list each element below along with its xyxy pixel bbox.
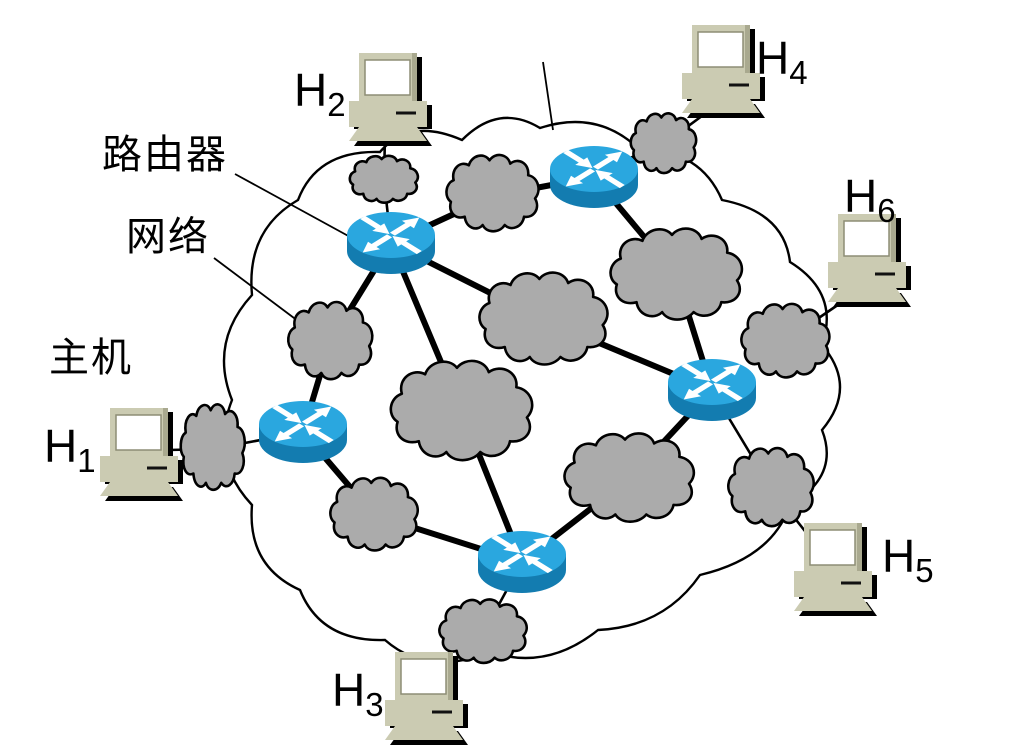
host-h1-computer xyxy=(98,406,185,503)
network-label-leader-line xyxy=(213,257,299,322)
network-label: 网络 xyxy=(126,215,210,259)
host-label-h2: H2 xyxy=(294,64,346,123)
host-label-h4: H4 xyxy=(756,32,808,91)
top-edge-line xyxy=(542,61,554,131)
host-h6-computer xyxy=(826,212,913,309)
router-4 xyxy=(259,401,347,463)
host-h5-computer xyxy=(792,521,879,618)
router-5 xyxy=(478,531,566,593)
host-label-h5: H5 xyxy=(882,530,934,589)
host-label-h3: H3 xyxy=(332,664,384,723)
host-h4-computer xyxy=(680,23,767,120)
host-label-h6: H6 xyxy=(844,170,896,229)
router-label: 路由器 xyxy=(102,133,228,177)
router-1 xyxy=(347,212,435,274)
host-label-h1: H1 xyxy=(44,420,96,479)
router-3 xyxy=(668,359,756,421)
host-h2-computer xyxy=(347,51,434,148)
host-h3-computer xyxy=(383,650,470,747)
host-label: 主机 xyxy=(49,336,133,380)
router-2 xyxy=(550,146,638,208)
network-cloud-h1 xyxy=(179,403,246,492)
router-label-leader-line xyxy=(234,173,353,239)
